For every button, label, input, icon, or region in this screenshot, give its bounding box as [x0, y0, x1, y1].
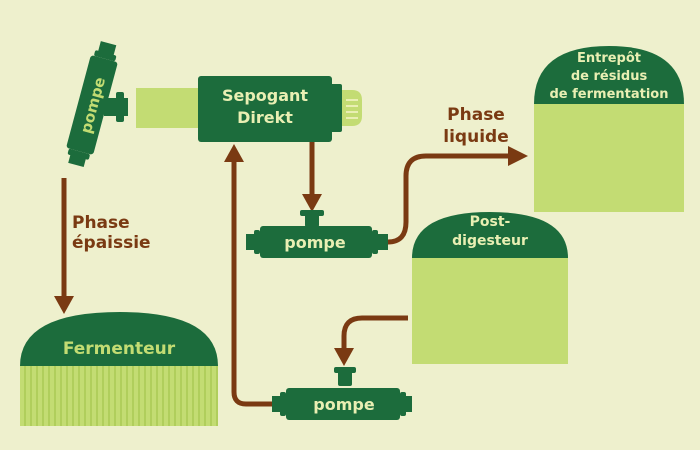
post-digester-dome [412, 212, 568, 258]
storage-label-line3: de fermentation [550, 87, 669, 102]
arrow-liquid-phase-to-storage [387, 146, 528, 245]
separator-motor [342, 90, 362, 126]
pump-middle-label: pompe [284, 233, 346, 252]
arrow-post-digester-to-pump [334, 315, 408, 366]
fermenter-label: Fermenteur [63, 339, 176, 359]
storage-dome [534, 46, 684, 104]
separator-label-line1: Sepogant [222, 86, 308, 105]
arrow-thick-phase-to-fermenter [54, 178, 74, 314]
post-digester-label-line2: digesteur [452, 233, 528, 249]
separator-unit: Sepogant Direkt [198, 76, 362, 142]
post-digester-body [412, 258, 568, 364]
arrow-pump-to-separator [224, 144, 272, 407]
post-digester-tank: Post- digesteur [412, 212, 568, 364]
phase-liquid-label-line2: liquide [443, 127, 508, 147]
pump-bottom-label: pompe [313, 395, 375, 414]
fermenter-tank: Fermenteur [20, 312, 218, 426]
fermenter-dome [20, 312, 218, 366]
storage-label-line1: Entrepôt [577, 51, 641, 66]
phase-liquid-label-line1: Phase [447, 105, 505, 125]
post-digester-label-line1: Post- [470, 214, 511, 230]
pump-bottom: pompe [272, 367, 412, 420]
fermenter-body [20, 366, 218, 426]
pipe-pump-to-separator [104, 88, 202, 128]
phase-thick-label-line2: épaissie [72, 233, 151, 253]
phase-thick-label-line1: Phase [72, 213, 130, 233]
phase-thick-label: Phase épaissie [72, 213, 151, 253]
separator-label-line2: Direkt [237, 108, 293, 127]
phase-liquid-label: Phase liquide [443, 105, 508, 147]
pump-middle: pompe [246, 210, 388, 258]
storage-body [534, 104, 684, 212]
arrow-separator-to-pump [302, 142, 322, 212]
storage-label-line2: de résidus [571, 69, 648, 84]
storage-tank: Entrepôt de résidus de fermentation [534, 46, 684, 212]
separator-body [198, 76, 332, 142]
